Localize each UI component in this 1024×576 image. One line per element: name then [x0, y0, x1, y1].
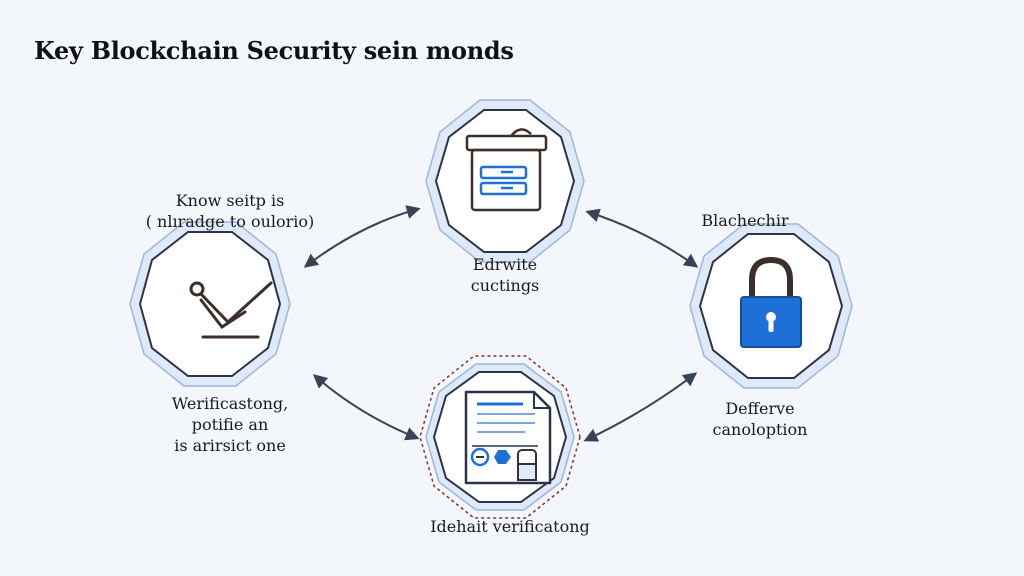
arrow-left-top — [303, 205, 421, 268]
arrow-top-right — [585, 208, 699, 268]
arrow-right-bottom — [583, 372, 698, 442]
node-top — [425, 99, 585, 263]
label-key-setup: Know seitp is ( nlıradge to oulorio) — [145, 191, 315, 231]
node-bottom — [419, 355, 581, 519]
checkmark-pen-icon — [189, 281, 273, 339]
document-id-icon — [464, 390, 552, 485]
server-device-icon — [465, 128, 548, 212]
label-identity-verification: Idehait verificatong — [430, 517, 590, 536]
padlock-icon — [740, 256, 802, 348]
label-blockchain: Blachechir — [701, 211, 789, 230]
label-edrwite: Edrwite cuctings — [470, 255, 540, 295]
connector-arrows — [303, 205, 699, 442]
node-right — [689, 223, 853, 389]
diagram-title: Key Blockchain Security sein monds — [34, 36, 514, 65]
arrow-left-bottom — [312, 374, 420, 441]
label-encryption: Defferve canoloption — [712, 399, 808, 439]
node-left — [129, 221, 291, 387]
label-verification: Werificastong, potifie an is arirsict on… — [171, 394, 289, 455]
